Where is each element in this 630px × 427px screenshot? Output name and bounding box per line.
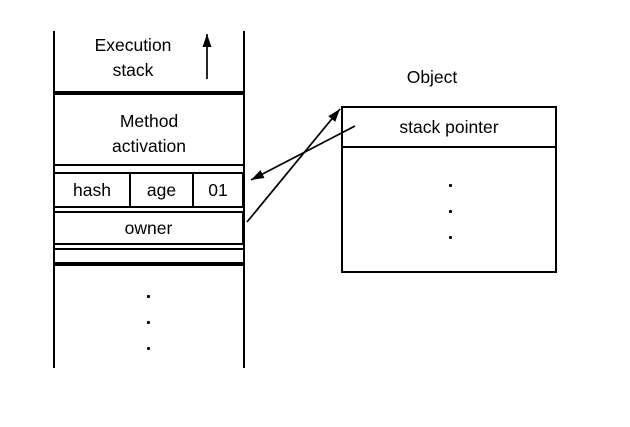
ellipsis-dot xyxy=(147,321,150,324)
ellipsis-dot xyxy=(147,295,150,298)
hash-cell: hash xyxy=(73,179,111,200)
owner-cell: owner xyxy=(124,217,173,238)
object-box: stack pointer xyxy=(341,106,557,273)
stack-bottom-frame-divider xyxy=(53,262,245,266)
ellipsis-dot xyxy=(147,347,150,350)
ellipsis-dot xyxy=(449,184,452,187)
owner-row: owner xyxy=(53,211,244,245)
stack-top-frame-divider xyxy=(53,91,245,95)
mark-bits-cell: 01 xyxy=(192,174,242,206)
stack-pointer-arrow xyxy=(250,125,356,181)
stack-right-wall xyxy=(243,31,245,368)
object-ellipsis xyxy=(449,184,452,239)
object-header-slot-row: hash age 01 xyxy=(53,172,244,208)
age-cell: age xyxy=(129,174,192,206)
owner-arrow xyxy=(246,108,341,223)
method-activation-bottom-line xyxy=(53,164,245,166)
method-activation-label: Method activation xyxy=(112,111,186,156)
object-title: Object xyxy=(406,67,458,87)
execution-stack-title: Execution stack xyxy=(94,35,172,80)
ellipsis-dot xyxy=(449,236,452,239)
stack-pointer-field: stack pointer xyxy=(343,108,555,148)
ellipsis-dot xyxy=(449,210,452,213)
empty-slot-top-line xyxy=(53,248,245,250)
stack-ellipsis xyxy=(147,295,150,350)
